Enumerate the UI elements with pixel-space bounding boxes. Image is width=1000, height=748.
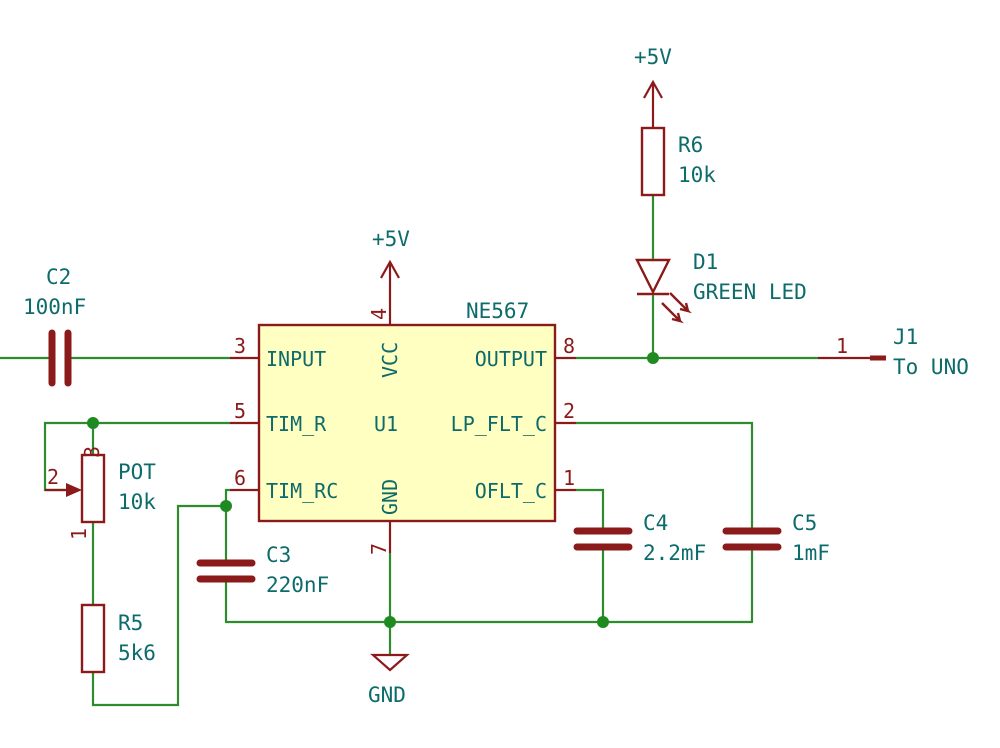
u1-ref: U1 [374,412,398,436]
j1-pin-num: 1 [836,334,848,358]
c4-ref: C4 [643,511,668,535]
u1-pin-num-8: 8 [563,334,575,358]
gnd-label: GND [368,683,406,707]
vcc-chip-label: +5V [372,227,410,251]
u1-pin-name-gnd: GND [378,479,402,515]
pot-value: 10k [118,490,156,514]
d1-emit-arrow-1 [661,302,684,324]
pot-pin1-num: 1 [67,528,91,540]
wire-lpflt-to-c5 [574,421,754,533]
junctions [87,352,659,628]
u1-pin-num-4: 4 [367,308,391,320]
c4-value: 2.2mF [643,541,706,565]
u1-pin-num-3: 3 [234,334,246,358]
pot-pin3-num: 3 [80,446,104,458]
r6-value: 10k [678,163,716,187]
u1-pin-num-2: 2 [563,399,575,423]
wires [0,193,820,707]
power-vcc-chip: +5V [372,227,410,297]
pot-pin2-num: 2 [47,465,59,489]
pot-ref: POT [118,460,156,484]
d1-value: GREEN LED [693,280,807,304]
u1-pin-name-tim-r: TIM_R [266,412,327,436]
u1-pin-name-tim-rc: TIM_RC [266,479,338,503]
pot-body [80,453,106,524]
c2-capacitor: C2 100nF [23,265,86,387]
c3-ref: C3 [266,543,291,567]
c2-value: 100nF [23,295,86,319]
r5-ref: R5 [118,611,143,635]
vcc-top-arrow [643,79,663,99]
power-vcc-top: +5V [634,45,672,128]
d1-ref: D1 [693,250,718,274]
c5-capacitor: C5 1mF [722,511,830,565]
c5-ref: C5 [792,511,817,535]
c3-capacitor: C3 220nF [196,543,329,597]
c5-value: 1mF [792,541,830,565]
vcc-chip-arrow [380,259,400,279]
j1-ref: J1 [893,325,918,349]
pot-wiper-arrow [66,483,82,497]
c4-capacitor: C4 2.2mF [573,511,706,565]
u1-pin-name-oflt-c: OFLT_C [475,479,547,503]
junction-tim-rc [220,500,232,512]
wire-oflt-to-c4 [574,488,605,533]
u1-pin-num-6: 6 [234,466,246,490]
j1-value: To UNO [893,355,969,379]
u1-pin-name-input: INPUT [266,347,326,371]
u1-pin-num-7: 7 [367,543,391,555]
u1-value: NE567 [466,299,529,323]
d1-led: D1 GREEN LED [635,250,807,324]
u1-pin-name-output: OUTPUT [475,347,547,371]
d1-emit-arrow-2 [669,292,692,314]
r5-resistor: R5 5k6 [80,603,156,674]
d1-triangle [635,258,671,295]
c2-ref: C2 [46,265,71,289]
gnd-triangle [370,653,410,672]
u1-pin-name-vcc: VCC [378,342,402,378]
u1-ne567: INPUT TIM_R TIM_RC OUTPUT LP_FLT_C OFLT_… [230,297,576,555]
pot-potentiometer: 3 2 1 POT 10k [45,446,156,540]
power-gnd: GND [368,653,410,707]
wire-r5-to-timrc [91,488,232,707]
u1-pin-num-5: 5 [234,399,246,423]
r6-body [640,126,666,197]
junction-output [647,352,659,364]
junction-gnd [384,616,396,628]
j1-connector: 1 J1 To UNO [818,325,969,379]
junction-tim-r [87,417,99,429]
u1-pin-num-1: 1 [563,466,575,490]
vcc-top-label: +5V [634,45,672,69]
r5-body [80,603,106,674]
u1-pin-name-lp-flt-c: LP_FLT_C [451,412,547,436]
r5-value: 5k6 [118,641,156,665]
r6-ref: R6 [678,133,703,157]
r6-resistor: R6 10k [640,126,716,197]
junction-c4-gnd [597,616,609,628]
c3-value: 220nF [266,573,329,597]
